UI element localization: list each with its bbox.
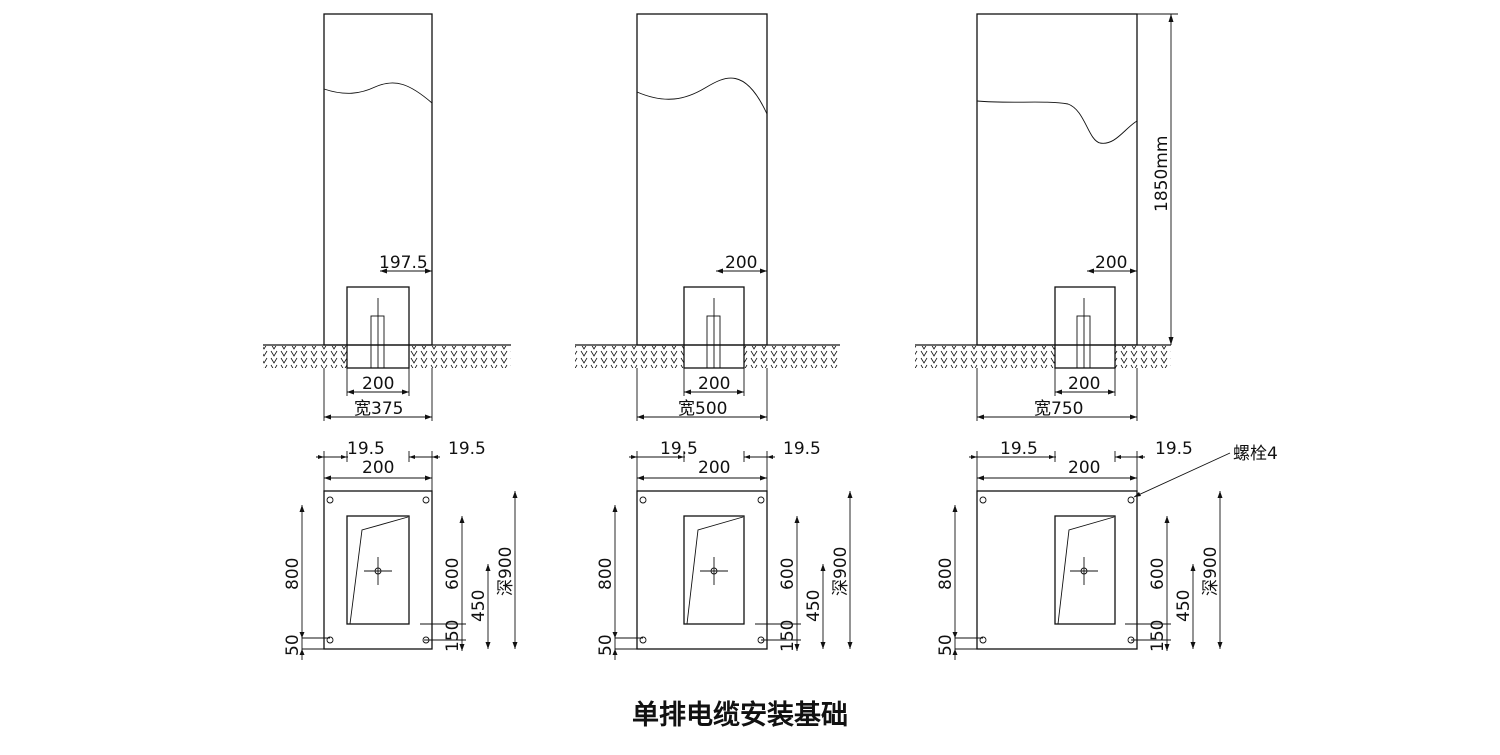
plan-view-500: 19.5 19.5 200 800 50 600 xyxy=(596,439,853,660)
cable-opening xyxy=(1054,515,1116,625)
plan-depth-label: 深900 xyxy=(496,547,516,596)
base-plate xyxy=(636,490,768,650)
side-gap-right: 19.5 xyxy=(448,439,486,459)
plan-left-length: 800 xyxy=(936,558,956,590)
break-line xyxy=(636,77,768,115)
offset-dimension: 200 xyxy=(1095,253,1127,273)
plan-opening-depth: 600 xyxy=(778,558,798,590)
bolt-hole xyxy=(757,496,765,504)
soil-right xyxy=(409,346,511,368)
cable-slope xyxy=(1057,516,1115,625)
plan-left-length: 800 xyxy=(596,558,616,590)
bolt-hole xyxy=(639,636,647,644)
cabinet-outline xyxy=(636,13,768,346)
cable-opening xyxy=(683,515,745,625)
plan-top-width: 200 xyxy=(362,458,394,478)
drawing-title: 单排电缆安装基础 xyxy=(632,700,848,731)
bolt-hole xyxy=(326,636,334,644)
soil-left xyxy=(915,346,1055,368)
conduit xyxy=(706,315,721,369)
bolt-hole xyxy=(1127,496,1135,504)
bolt-hole xyxy=(326,496,334,504)
bolt-leader-line xyxy=(1133,452,1231,498)
break-line xyxy=(976,100,1138,144)
base-box xyxy=(1054,286,1116,369)
soil-left xyxy=(263,346,347,368)
cable-slope xyxy=(686,516,744,625)
column-500: 200 200 宽500 xyxy=(575,13,853,660)
soil-left xyxy=(575,346,684,368)
conduit xyxy=(370,315,385,369)
cable-slope xyxy=(349,516,409,625)
column-750: 200 200 宽750 1850mm xyxy=(915,13,1278,660)
base-width-dimension: 200 xyxy=(1068,374,1100,394)
column-375: 197.5 200 宽375 xyxy=(263,13,518,660)
bolt-hole xyxy=(422,496,430,504)
plan-lower-150: 150 xyxy=(1148,620,1168,652)
offset-dimension: 197.5 xyxy=(379,253,428,273)
soil-right xyxy=(744,346,840,368)
side-gap-left: 19.5 xyxy=(347,439,385,459)
plan-view-750: 19.5 19.5 200 800 50 600 xyxy=(936,439,1278,660)
side-gap-left: 19.5 xyxy=(660,439,698,459)
break-line xyxy=(323,82,433,104)
height-dimension: 1850mm xyxy=(1152,136,1172,212)
cabinet-width-dimension: 宽750 xyxy=(1034,399,1083,419)
plan-top-width: 200 xyxy=(1068,458,1100,478)
elevation-view-375: 197.5 200 宽375 xyxy=(263,13,511,421)
base-width-dimension: 200 xyxy=(698,374,730,394)
plan-lower-450: 450 xyxy=(1174,590,1194,622)
cabinet-width-dimension: 宽375 xyxy=(354,399,403,419)
plan-depth-label: 深900 xyxy=(1201,547,1221,596)
elevation-view-500: 200 200 宽500 xyxy=(575,13,840,421)
cabinet-width-dimension: 宽500 xyxy=(678,399,727,419)
side-gap-right: 19.5 xyxy=(783,439,821,459)
plan-lower-150: 150 xyxy=(443,620,463,652)
cable-opening xyxy=(346,515,410,625)
side-gap-left: 19.5 xyxy=(1000,439,1038,459)
plan-lower-150: 150 xyxy=(778,620,798,652)
soil-right xyxy=(1115,346,1171,368)
elevation-view-750: 200 200 宽750 1850mm xyxy=(915,13,1178,421)
bolt-hole xyxy=(979,636,987,644)
conduit xyxy=(1076,315,1091,369)
plan-opening-depth: 600 xyxy=(443,558,463,590)
plan-view-375: 19.5 19.5 200 800 50 xyxy=(283,439,518,660)
plan-left-edge: 50 xyxy=(283,634,303,656)
base-plate xyxy=(323,490,433,650)
plan-left-length: 800 xyxy=(283,558,303,590)
plan-top-width: 200 xyxy=(698,458,730,478)
plan-opening-depth: 600 xyxy=(1148,558,1168,590)
plan-left-edge: 50 xyxy=(936,634,956,656)
plan-left-edge: 50 xyxy=(596,634,616,656)
plan-lower-450: 450 xyxy=(469,590,489,622)
offset-dimension: 200 xyxy=(725,253,757,273)
side-gap-right: 19.5 xyxy=(1155,439,1193,459)
bolt-hole xyxy=(979,496,987,504)
base-width-dimension: 200 xyxy=(362,374,394,394)
plan-lower-450: 450 xyxy=(804,590,824,622)
plan-depth-label: 深900 xyxy=(831,547,851,596)
cabinet-outline xyxy=(976,13,1138,346)
bolt-hole xyxy=(639,496,647,504)
bolt-label: 螺栓4 xyxy=(1233,444,1278,464)
cabinet-outline xyxy=(323,13,433,346)
base-plate xyxy=(976,490,1138,650)
